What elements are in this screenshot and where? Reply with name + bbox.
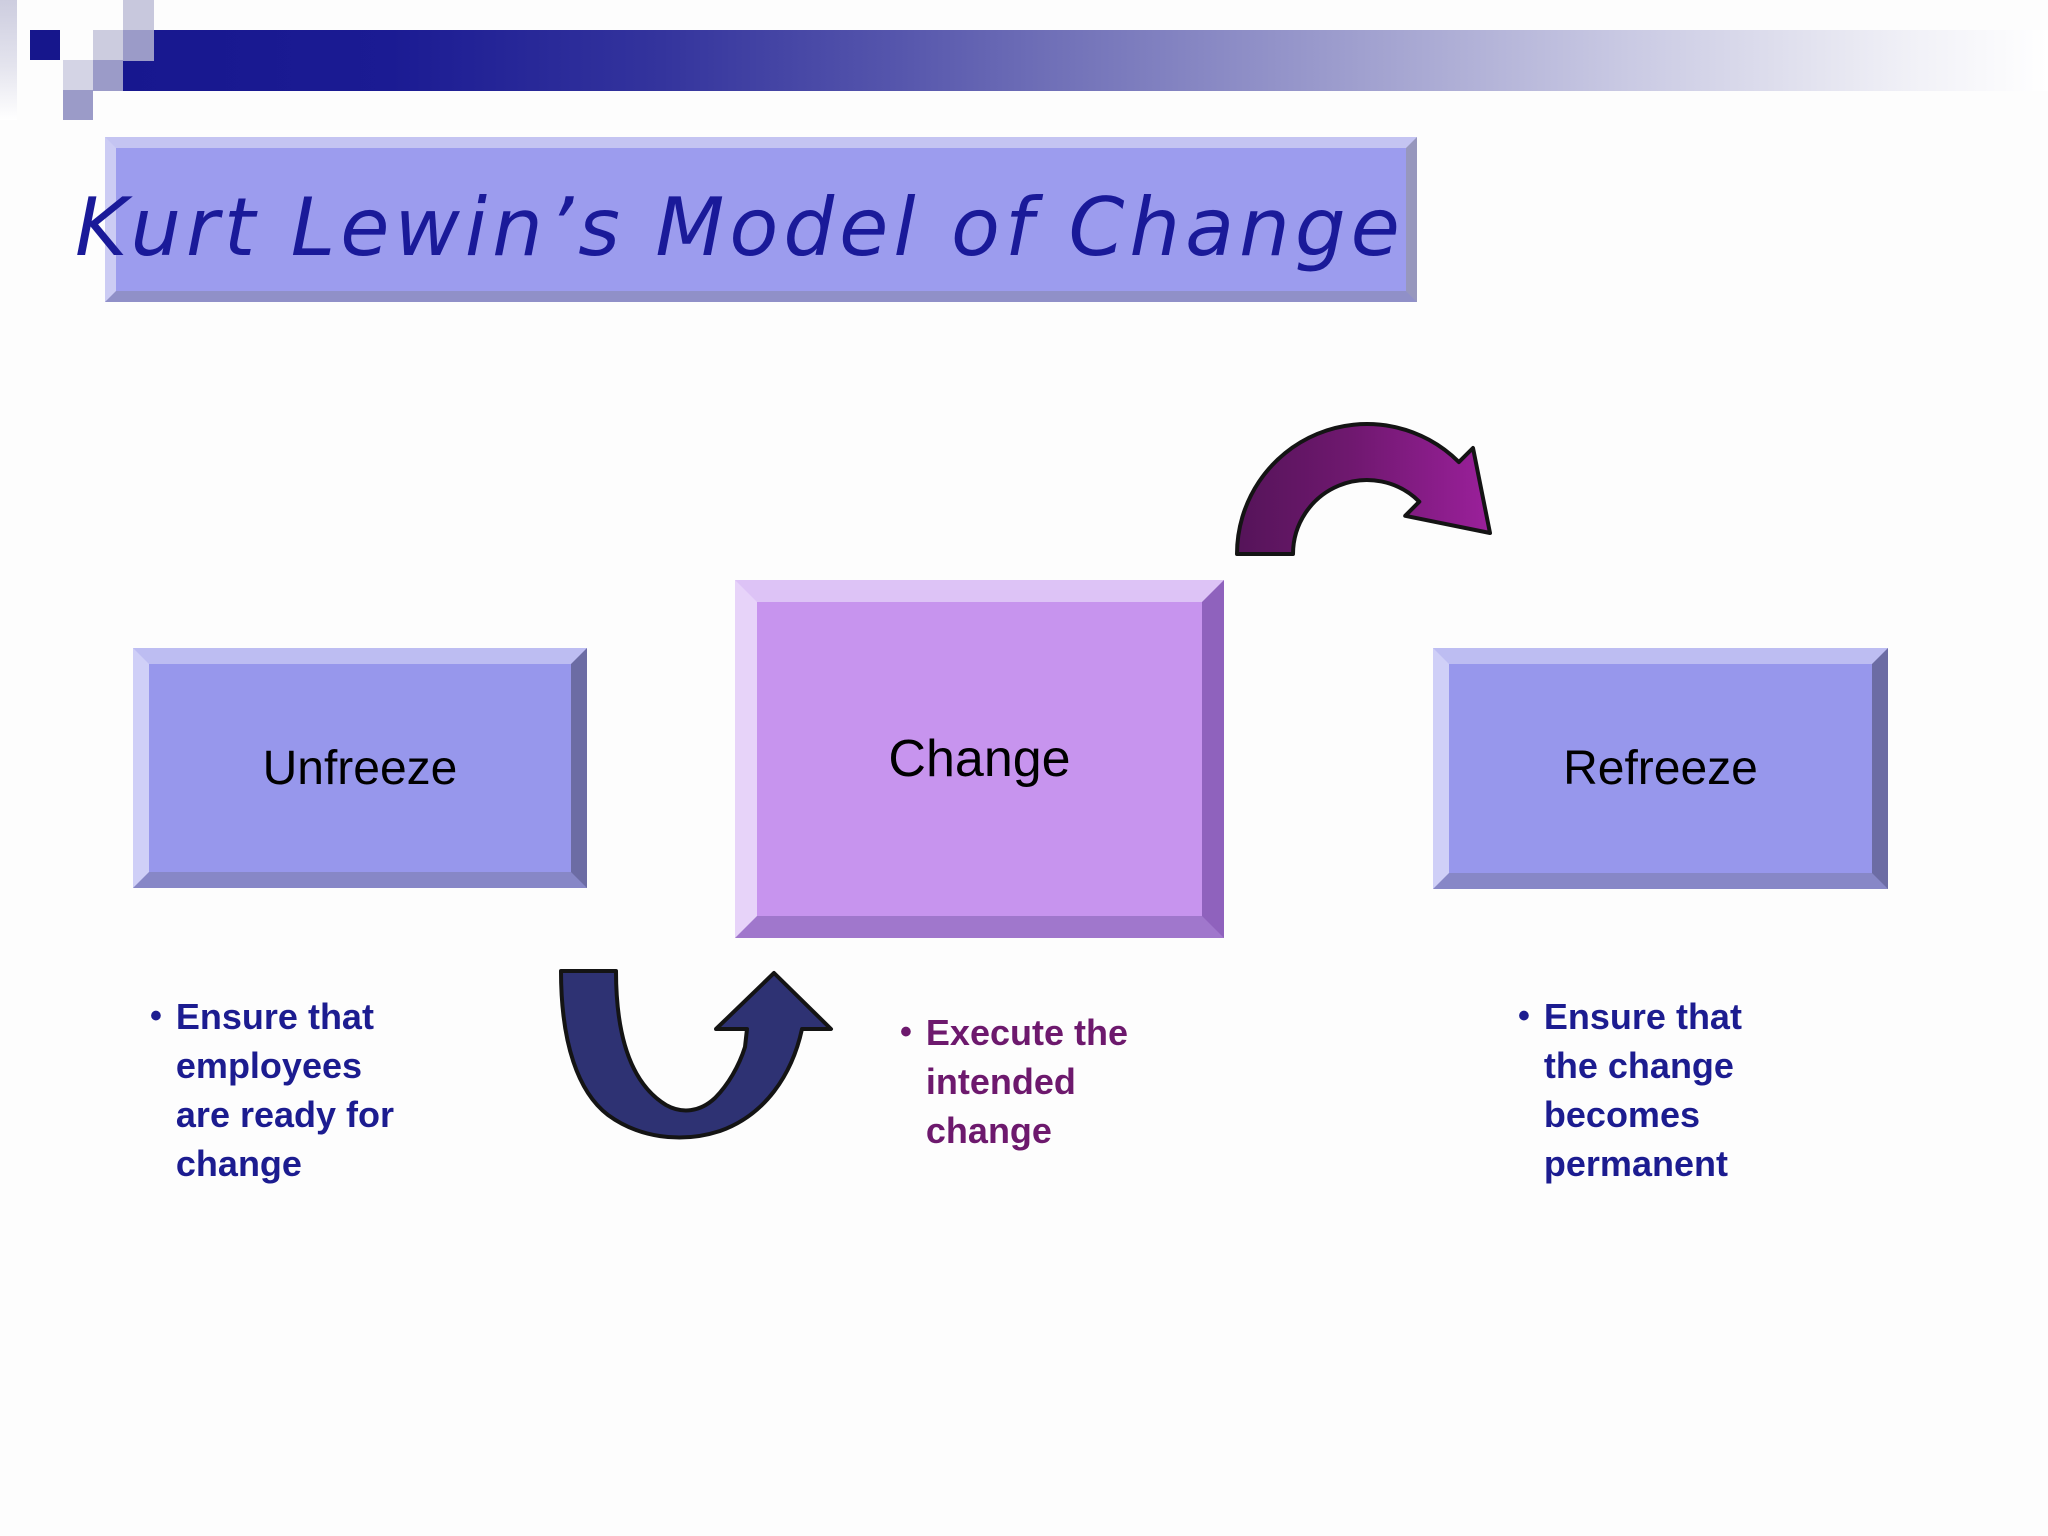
refreeze-box-label: Refreeze [1563,742,1758,795]
unfreeze-box: Unfreeze [133,648,587,888]
mosaic-square-medium-1 [123,30,154,61]
title-box [105,137,1417,302]
header-gradient-bar [123,30,2048,91]
bullet-icon: • [150,997,162,1035]
bullet-icon: • [900,1013,912,1051]
refreeze-note-text: Ensure that the change becomes permanent [1543,996,1742,1184]
curved-arrow-unfreeze-to-change-icon [559,969,833,1140]
change-note: • Execute the intended change [900,1008,1128,1155]
mosaic-square-medium-2 [93,60,123,91]
curved-arrow-change-to-refreeze-icon [1235,422,1492,556]
mosaic-square-top [123,0,154,30]
bullet-icon: • [1518,997,1530,1035]
change-note-text: Execute the intended change [925,1012,1128,1151]
mosaic-square-dark [30,30,60,60]
unfreeze-note-text: Ensure that employees are ready for chan… [175,996,395,1184]
mosaic-square-light-1 [93,30,123,60]
left-edge-gradient-strip [0,0,17,120]
change-box: Change [735,580,1224,938]
change-box-label: Change [888,730,1071,788]
page-title: Kurt Lewin’s Model of Change [75,181,1405,274]
mosaic-square-light-2 [63,60,93,90]
unfreeze-note: • Ensure that employees are ready for ch… [150,992,394,1188]
refreeze-box: Refreeze [1433,648,1888,889]
refreeze-note: • Ensure that the change becomes permane… [1518,992,1742,1188]
unfreeze-box-label: Unfreeze [262,741,458,795]
mosaic-square-medium-3 [63,90,93,120]
